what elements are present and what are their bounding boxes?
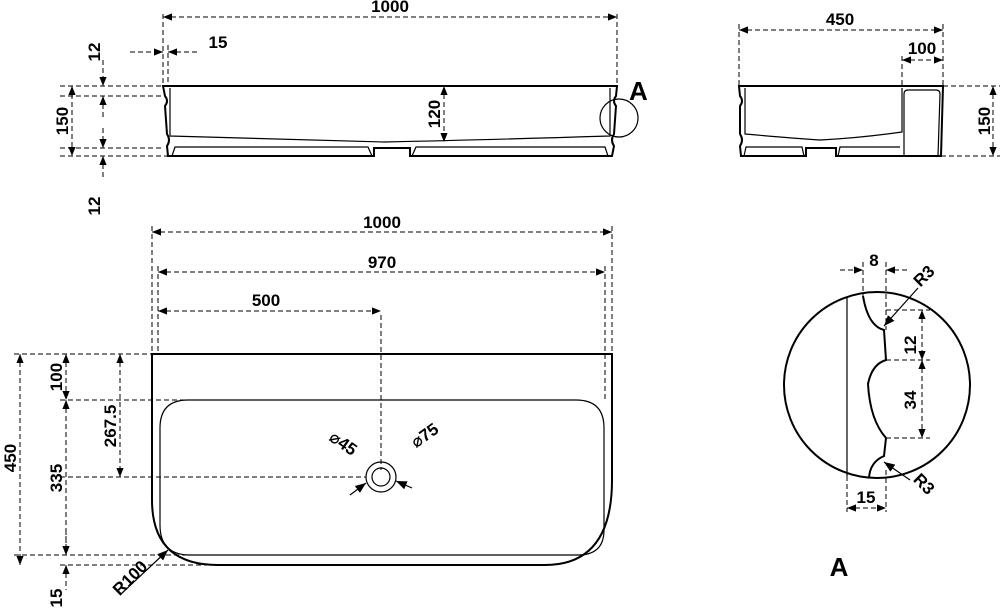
bead-height-label: 34 (901, 390, 920, 409)
detail-a-label: A (830, 552, 849, 582)
groove-height-label: 12 (901, 336, 920, 355)
side-view-shelf (903, 89, 941, 157)
side-view-foot (743, 146, 900, 157)
front-lip-label: 15 (209, 33, 228, 52)
drain-inner-ring (371, 467, 391, 487)
side-view-outline (737, 85, 945, 157)
top-view-outline (151, 353, 613, 566)
drain-outer-label: ⌀75 (407, 419, 442, 451)
detail-lip-label: 15 (857, 488, 876, 507)
front-view-foot (171, 146, 609, 157)
drain-inner-label: ⌀45 (326, 427, 361, 459)
side-height-label: 150 (975, 107, 994, 135)
top-view-bowl (159, 399, 605, 556)
front-view-outline (161, 85, 619, 157)
side-width-label: 450 (826, 10, 854, 29)
groove-width-label: 8 (869, 251, 878, 270)
drain-y-label: 267.5 (101, 405, 120, 448)
radius-top-label: R3 (910, 262, 939, 291)
top-view: ⌀45 ⌀75 1000 970 500 450 100 335 15 267.… (1, 213, 613, 608)
front-height-label: 150 (53, 107, 72, 135)
top-depth-label: 450 (1, 444, 20, 472)
radius-bottom-label: R3 (909, 470, 938, 499)
front-view-bowl (169, 88, 611, 143)
bowl-depth-label: 335 (47, 464, 66, 492)
front-lip-depth-label: 15 (47, 589, 66, 608)
drain-outer-ring (365, 461, 397, 493)
detail-a-circle (783, 291, 971, 479)
side-view: 450 100 150 (737, 10, 1000, 157)
shelf-depth-label: 100 (47, 363, 66, 391)
top-inner-width-label: 970 (368, 253, 396, 272)
corner-radius-label: R100 (109, 557, 151, 599)
front-view: 1000 15 12 150 12 120 A (53, 0, 648, 215)
front-bottom-groove-label: 12 (85, 197, 104, 216)
front-top-groove-label: 12 (85, 43, 104, 62)
front-width-label: 1000 (371, 0, 409, 16)
side-shelf-label: 100 (908, 39, 936, 58)
detail-a-view: 8 R3 12 34 R3 15 A (783, 251, 971, 582)
side-view-bowl (744, 88, 903, 141)
detail-a-marker (599, 98, 639, 138)
detail-a-ref: A (629, 76, 648, 106)
top-width-label: 1000 (363, 213, 401, 232)
front-depth-label: 120 (425, 100, 444, 128)
detail-a-profile (862, 295, 888, 479)
drain-x-label: 500 (252, 291, 280, 310)
